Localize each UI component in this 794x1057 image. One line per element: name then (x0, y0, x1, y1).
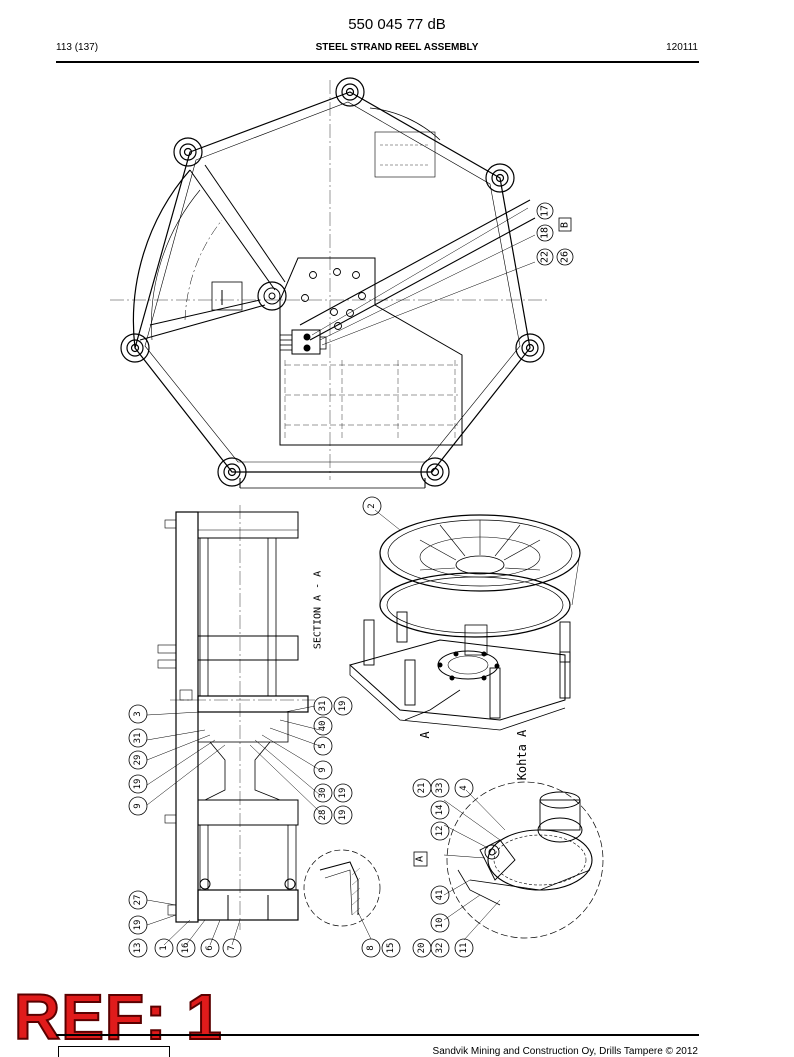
balloon-7: 7 (227, 945, 237, 950)
footer-rule (56, 1034, 699, 1036)
header-rule (56, 61, 699, 63)
balloon-10: 10 (435, 918, 445, 929)
footer-copyright: Sandvik Mining and Construction Oy, Dril… (432, 1046, 698, 1057)
callout-26: 26 (560, 251, 571, 263)
isometric-view (348, 496, 581, 731)
balloon-5: 5 (318, 743, 328, 748)
callout-17: 17 (540, 205, 551, 217)
balloon-4: 4 (459, 785, 469, 790)
balloon-13: 13 (133, 943, 143, 954)
balloon-41: 41 (435, 890, 445, 901)
balloon-32: 32 (435, 943, 445, 954)
balloon-40: 40 (318, 721, 328, 732)
detail-mark-b: B (560, 222, 571, 228)
callout-18: 18 (540, 227, 551, 239)
balloon-19c: 19 (338, 701, 348, 712)
detail-circle (303, 849, 401, 958)
balloon-27: 27 (133, 895, 143, 906)
balloon-9b: 9 (318, 767, 328, 772)
balloon-21: 21 (417, 783, 427, 794)
balloon-8: 8 (366, 945, 376, 950)
section-view (146, 505, 321, 946)
balloon-2: 2 (367, 503, 377, 508)
kohta-label: Kohta A (515, 729, 529, 780)
balloon-6: 6 (205, 945, 215, 950)
balloon-31: 31 (133, 733, 143, 744)
doc-number: 550 045 77 dB (348, 16, 446, 33)
balloon-19e: 19 (338, 810, 348, 821)
section-title: SECTION A - A (313, 571, 324, 649)
top-view (110, 77, 550, 489)
balloon-9: 9 (133, 803, 143, 808)
reference-stamp: REF: 1 (13, 981, 223, 1053)
balloon-15: 15 (386, 943, 396, 954)
balloon-11: 11 (459, 943, 469, 954)
balloon-3: 3 (133, 711, 143, 716)
callout-22: 22 (540, 251, 551, 263)
balloon-19: 19 (133, 779, 143, 790)
balloon-1: 1 (159, 945, 169, 950)
balloon-12: 12 (435, 826, 445, 837)
detail-mark-a: A (415, 856, 426, 862)
balloon-30: 30 (318, 788, 328, 799)
balloon-16: 16 (181, 943, 191, 954)
balloon-20: 20 (417, 943, 427, 954)
balloon-28: 28 (318, 810, 328, 821)
balloon-31b: 31 (318, 701, 328, 712)
document-title: STEEL STRAND REEL ASSEMBLY (315, 42, 479, 53)
footer-logo (58, 1046, 170, 1057)
page-reference: 113 (137) (56, 42, 99, 53)
section-arrow-a: A (418, 731, 432, 739)
top-view-callouts (536, 202, 574, 266)
balloon-33: 33 (435, 783, 445, 794)
balloon-19d: 19 (338, 788, 348, 799)
section-balloons (128, 696, 353, 958)
date-code: 120111 (666, 42, 698, 53)
balloon-14: 14 (435, 805, 445, 816)
balloon-29: 29 (133, 755, 143, 766)
balloon-19b: 19 (133, 920, 143, 931)
kohta-balloons (412, 778, 474, 958)
kohta-detail (413, 781, 604, 941)
